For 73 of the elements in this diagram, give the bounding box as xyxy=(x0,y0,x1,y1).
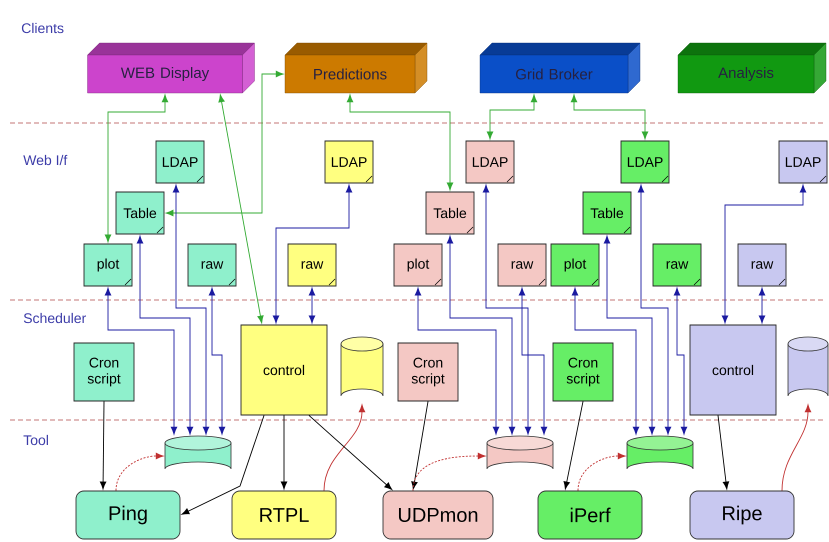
document-box: LDAP xyxy=(778,140,828,184)
double-arrow xyxy=(414,288,500,434)
database-cylinder xyxy=(164,436,232,470)
document-box: raw xyxy=(288,244,336,286)
document-box: plot xyxy=(84,244,132,286)
process-box: control xyxy=(690,324,776,416)
document-box: Table xyxy=(116,192,164,234)
double-arrow xyxy=(208,288,226,434)
document-box: Table xyxy=(582,192,632,234)
curved-arrow xyxy=(782,404,812,491)
client-box: Analysis xyxy=(678,42,826,94)
arrow xyxy=(411,401,428,490)
double-arrow xyxy=(172,184,210,434)
document-box: LDAP xyxy=(466,140,514,184)
tool-box: UDPmon xyxy=(382,490,494,540)
layer-label: Clients xyxy=(22,22,64,34)
database-cylinder xyxy=(788,336,828,396)
document-box: LDAP xyxy=(620,140,670,184)
tool-box: Ripe xyxy=(690,490,794,540)
client-box: Predictions xyxy=(284,42,428,94)
double-arrow xyxy=(104,94,168,242)
arrow xyxy=(182,415,264,515)
arrow xyxy=(718,415,730,490)
arrow xyxy=(280,415,288,490)
document-box: Table xyxy=(426,192,474,234)
arrow xyxy=(308,415,392,490)
double-arrow xyxy=(604,236,656,434)
curved-arrow xyxy=(116,452,164,491)
double-arrow xyxy=(104,288,178,434)
double-arrow xyxy=(136,236,194,434)
curved-arrow xyxy=(324,404,366,491)
arrow xyxy=(564,401,584,490)
double-arrow xyxy=(482,184,532,434)
tool-box: iPerf xyxy=(538,490,642,540)
document-box: raw xyxy=(652,244,702,286)
client-box: WEB Display xyxy=(87,42,255,94)
tool-box: Ping xyxy=(76,490,180,540)
double-arrow xyxy=(758,288,766,324)
double-arrow xyxy=(518,288,548,434)
layer-label: Scheduler xyxy=(24,312,86,324)
double-arrow xyxy=(674,288,688,434)
document-box: LDAP xyxy=(324,140,374,184)
double-arrow xyxy=(166,70,284,216)
double-arrow xyxy=(722,184,806,324)
layer-label: Web I/f xyxy=(23,154,68,166)
double-arrow xyxy=(346,94,454,190)
double-arrow xyxy=(638,184,672,434)
database-cylinder xyxy=(626,436,694,470)
double-arrow xyxy=(218,94,264,324)
double-arrow xyxy=(272,184,352,324)
process-box: Cron script xyxy=(398,342,458,402)
document-box: plot xyxy=(394,244,442,286)
curved-arrow xyxy=(578,452,626,491)
document-box: LDAP xyxy=(156,140,204,184)
document-box: raw xyxy=(188,244,236,286)
client-box: Grid Broker xyxy=(480,42,640,94)
document-box: plot xyxy=(550,244,600,286)
double-arrow xyxy=(570,94,648,140)
document-box: raw xyxy=(738,244,786,286)
database-cylinder xyxy=(486,436,554,470)
double-arrow xyxy=(486,94,538,140)
curved-arrow xyxy=(412,452,486,491)
double-arrow xyxy=(572,288,640,434)
process-box: Cron script xyxy=(552,342,614,402)
double-arrow xyxy=(308,288,316,324)
layer-label: Tool xyxy=(24,434,48,446)
process-box: Cron script xyxy=(74,342,134,402)
arrow xyxy=(100,401,106,490)
document-box: raw xyxy=(498,244,546,286)
double-arrow xyxy=(446,236,516,434)
tool-box: RTPL xyxy=(232,490,336,540)
database-cylinder xyxy=(340,336,384,396)
process-box: control xyxy=(240,324,328,416)
